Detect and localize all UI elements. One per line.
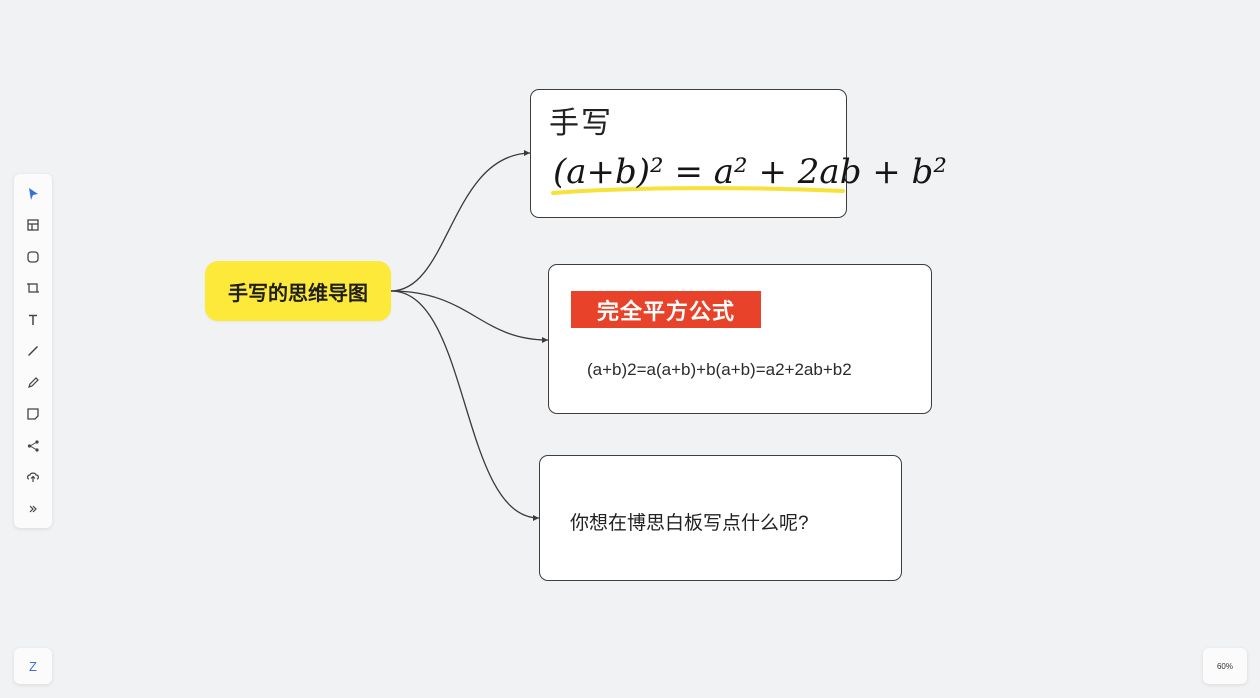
perfect-square-formula: (a+b)2=a(a+b)+b(a+b)=a2+2ab+b2 xyxy=(587,360,852,379)
logo-button[interactable]: Z xyxy=(14,648,52,684)
cursor-arrow-icon xyxy=(29,187,38,200)
text-tool[interactable] xyxy=(18,304,48,336)
connector-root-node3 xyxy=(390,290,540,519)
connector-root-node1 xyxy=(390,152,531,292)
pen-icon xyxy=(28,376,39,388)
rounded-square-icon xyxy=(27,251,39,263)
text-icon xyxy=(29,314,37,325)
upload-tool[interactable] xyxy=(18,462,48,494)
handwritten-formula: (a+b)² = a² + 2ab + b² xyxy=(551,152,947,195)
connector-root-node2 xyxy=(390,290,549,341)
sticky-note-icon xyxy=(27,408,39,420)
sticky-note-tool[interactable] xyxy=(18,399,48,431)
crop-icon xyxy=(27,283,39,293)
root-node-label: 手写的思维导图 xyxy=(228,282,368,305)
left-toolbar xyxy=(14,174,52,528)
shape-tool[interactable] xyxy=(18,241,48,273)
question-text: 你想在博思白板写点什么呢? xyxy=(570,513,809,534)
line-icon xyxy=(27,346,39,357)
handwriting-title: 手写 xyxy=(549,106,613,141)
line-tool[interactable] xyxy=(18,336,48,368)
frame-icon xyxy=(27,219,39,231)
perfect-square-tag-label: 完全平方公式 xyxy=(596,298,735,324)
frame-tool[interactable] xyxy=(18,210,48,242)
pen-tool[interactable] xyxy=(18,367,48,399)
zoom-level-label: 60% xyxy=(1216,661,1233,671)
mindmap-node-perfect-square[interactable]: 完全平方公式 (a+b)2=a(a+b)+b(a+b)=a2+2ab+b2 xyxy=(548,264,932,414)
mindmap-tool[interactable] xyxy=(18,430,48,462)
mindmap-icon xyxy=(27,440,39,452)
mindmap-node-handwriting[interactable]: 手写 (a+b)² = a² + 2ab + b² xyxy=(530,89,947,218)
handwritten-formula-text: (a+b)² = a² + 2ab + b² xyxy=(553,152,947,192)
perfect-square-tag: 完全平方公式 xyxy=(571,291,761,328)
zoom-level-button[interactable]: 60% xyxy=(1203,648,1247,684)
mindmap-node-question[interactable]: 你想在博思白板写点什么呢? xyxy=(539,455,902,581)
select-tool[interactable] xyxy=(18,178,48,210)
mindmap-root-node[interactable]: 手写的思维导图 xyxy=(205,261,391,321)
upload-icon xyxy=(27,472,39,483)
more-icon xyxy=(29,505,37,513)
more-tool[interactable] xyxy=(18,493,48,525)
logo-label: Z xyxy=(29,658,37,674)
crop-tool[interactable] xyxy=(18,273,48,305)
